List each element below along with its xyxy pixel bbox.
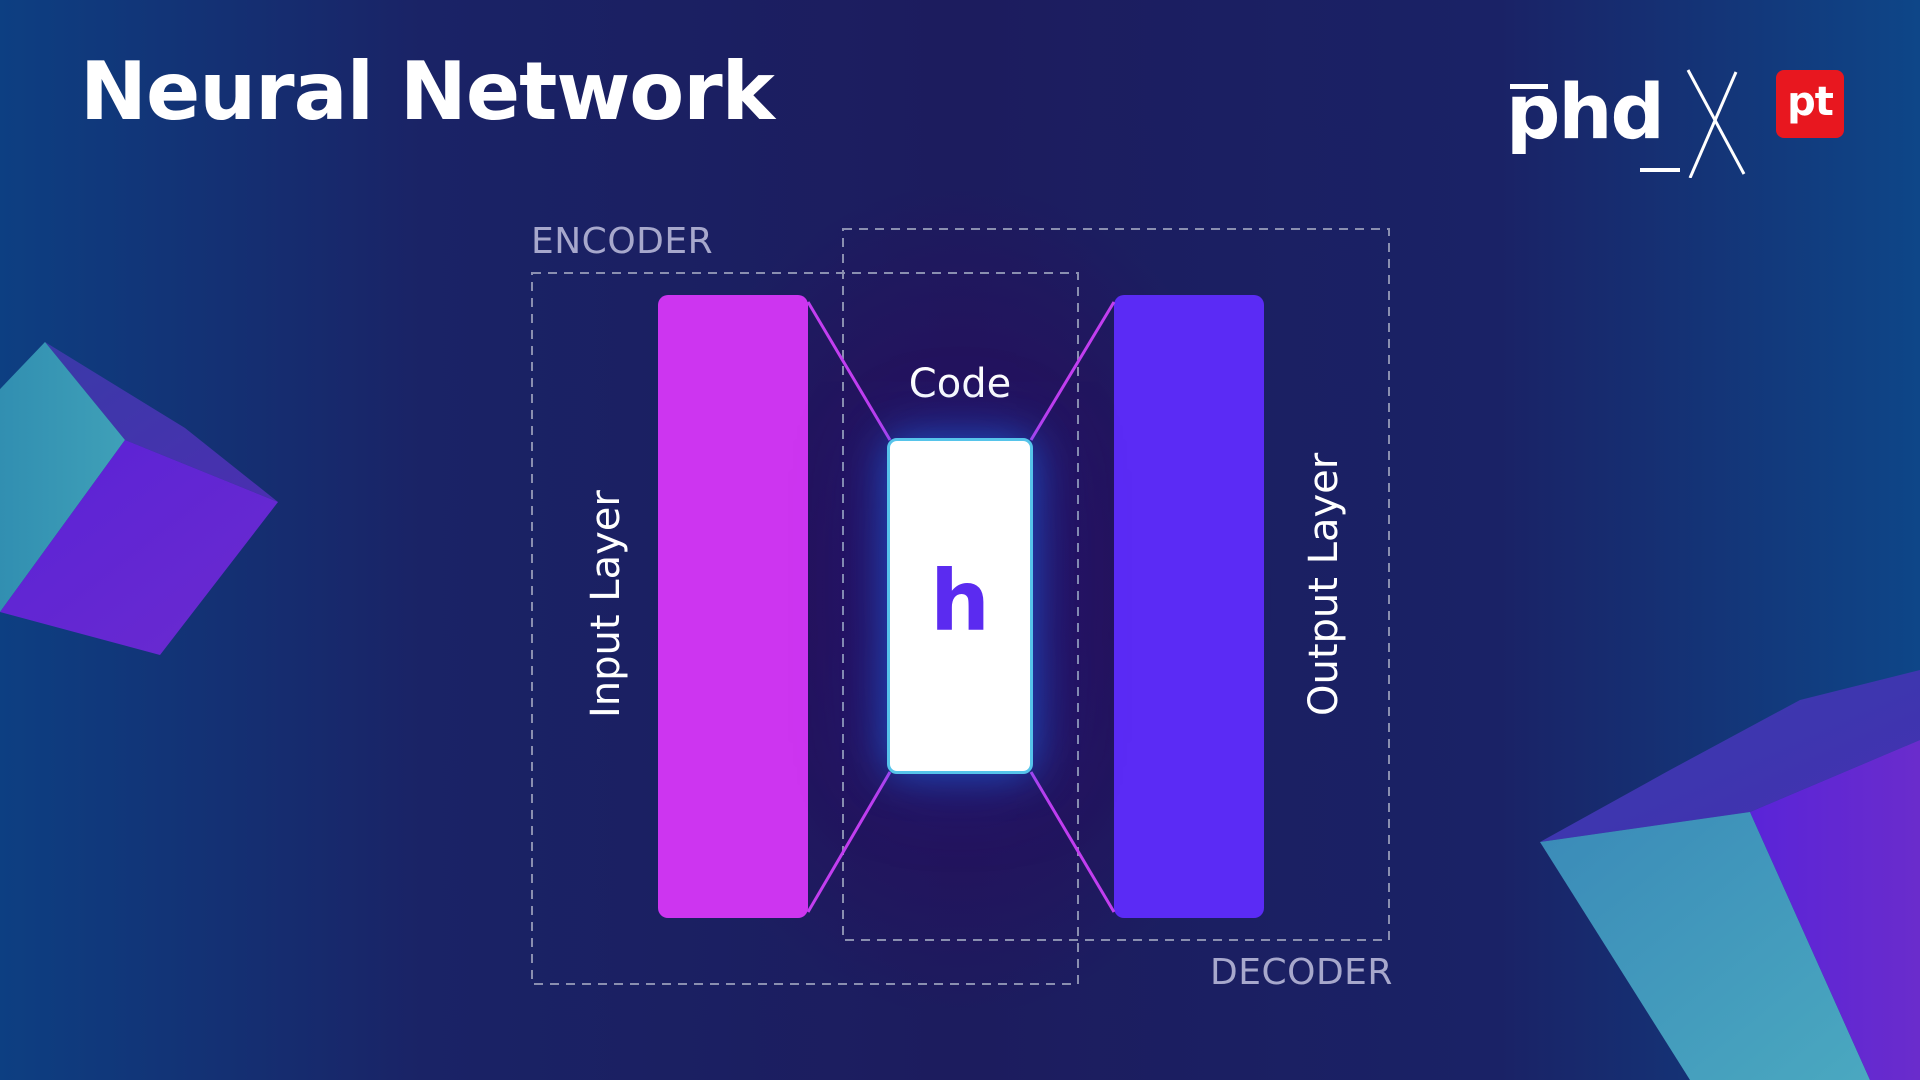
decoder-label: DECODER — [1210, 952, 1393, 993]
encoder-box — [531, 272, 1079, 985]
connector-bottom-left — [806, 771, 892, 913]
cube-decoration-left — [0, 342, 278, 655]
input-layer — [658, 295, 808, 918]
output-layer-label: Output Layer — [1301, 452, 1347, 716]
code-label: Code — [908, 361, 1012, 407]
phd-logo-text: phd — [1506, 67, 1665, 156]
connector-top-left — [806, 301, 892, 441]
code-box: h — [887, 438, 1033, 774]
code-symbol: h — [930, 552, 990, 650]
cube-decoration-right — [1540, 670, 1920, 1080]
pt-logo-badge: pt — [1776, 70, 1844, 138]
phd-logo-underline — [1640, 168, 1680, 172]
connector-top-right — [1029, 301, 1116, 441]
decoder-box — [842, 228, 1390, 941]
connector-bottom-right — [1029, 771, 1116, 913]
input-layer-label: Input Layer — [583, 490, 629, 718]
phd-pt-logo: phd pt — [1490, 60, 1850, 180]
encoder-label: ENCODER — [531, 221, 714, 262]
page-title: Neural Network — [80, 45, 775, 138]
phd-logo-bar — [1510, 84, 1548, 89]
output-layer — [1114, 295, 1264, 918]
x-separator-icon — [1686, 69, 1746, 178]
